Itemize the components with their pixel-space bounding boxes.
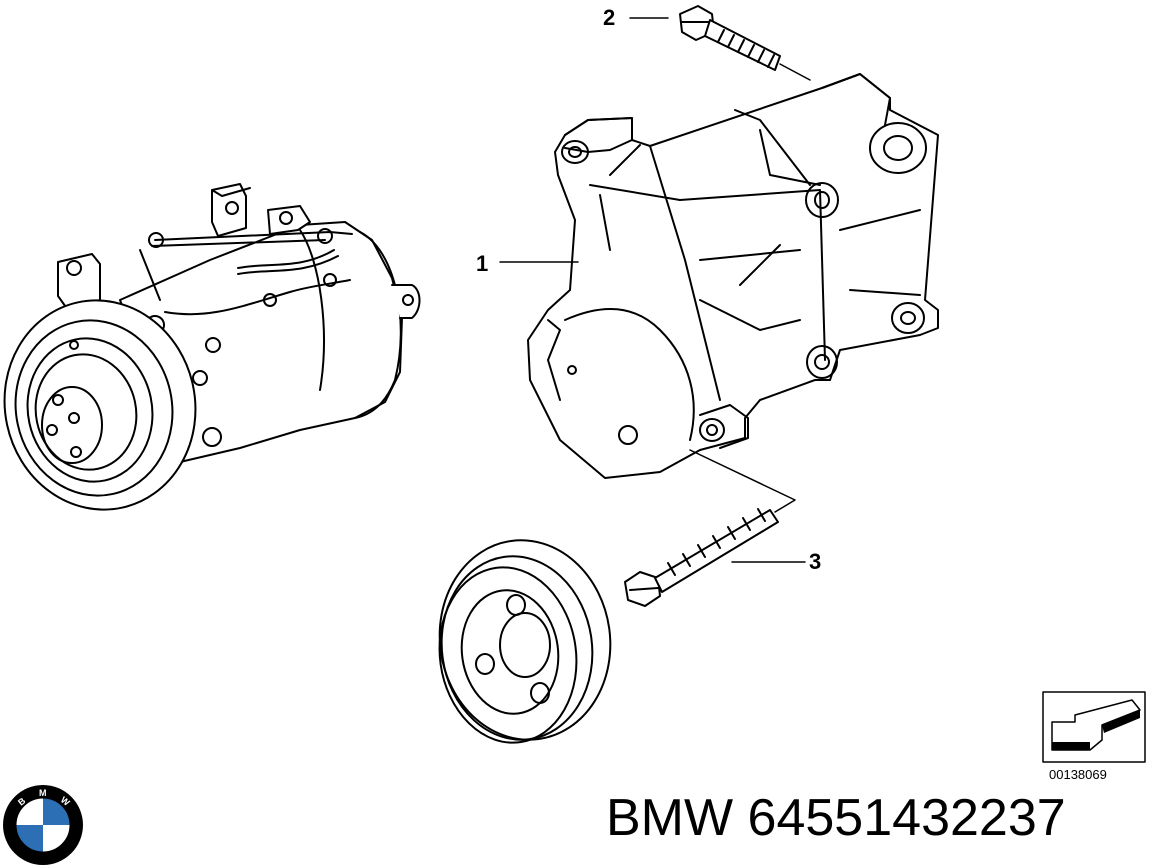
brand-name: BMW bbox=[606, 789, 734, 847]
bolt-part-3 bbox=[624, 449, 796, 607]
part-number: 64551432237 bbox=[747, 789, 1066, 847]
diagram-id-label: 00138069 bbox=[1049, 767, 1107, 782]
logo-letter-b: B bbox=[16, 795, 28, 807]
part-number-caption: BMW 64551432237 bbox=[606, 792, 1066, 844]
ac-compressor bbox=[3, 183, 421, 511]
pulley bbox=[438, 539, 612, 744]
bmw-logo-icon: B M W bbox=[3, 785, 83, 865]
callout-1: 1 bbox=[476, 251, 489, 276]
compressor-bracket bbox=[527, 73, 939, 479]
logo-letter-m: M bbox=[39, 788, 47, 798]
orientation-arrow-icon bbox=[1042, 691, 1146, 763]
callout-3: 3 bbox=[809, 549, 822, 574]
bolt-part-2 bbox=[679, 5, 811, 81]
callout-2: 2 bbox=[603, 5, 616, 30]
